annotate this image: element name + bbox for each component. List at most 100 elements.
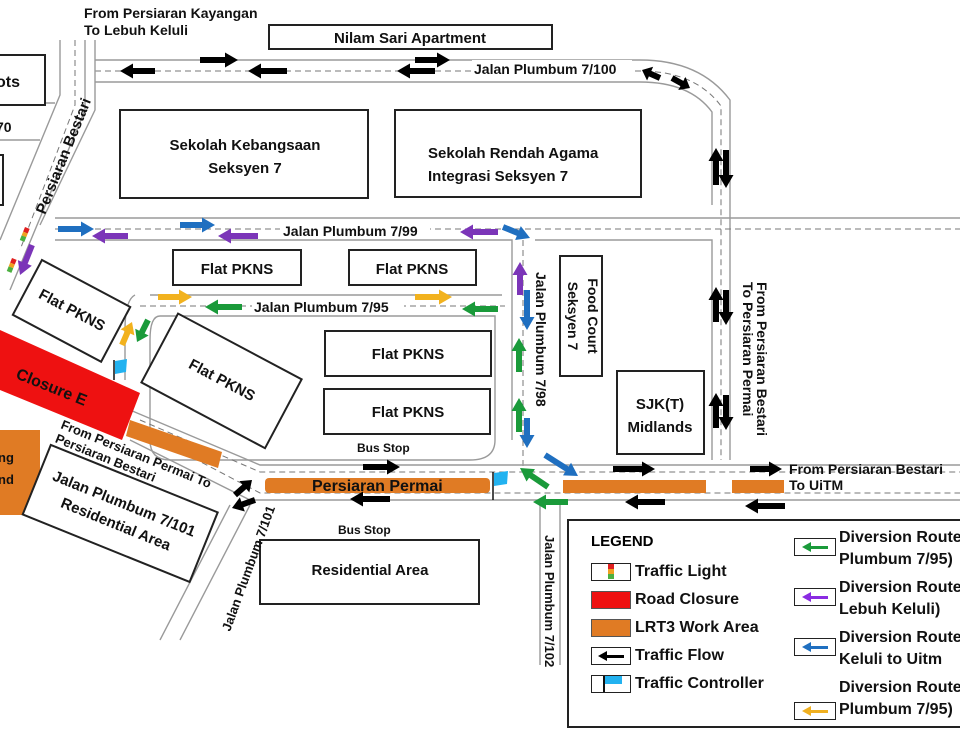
traffic-flow-arrow-icon	[625, 494, 665, 510]
traffic-flow-arrow-icon	[718, 290, 734, 325]
building-label: Residential Area	[312, 562, 430, 579]
lrt3-work-area	[265, 478, 490, 493]
traffic-flow-arrow-icon	[718, 150, 734, 188]
building-label: Sekolah Kebangsaan	[170, 137, 321, 154]
traffic-light-icon	[19, 227, 30, 242]
building-label: Food Court	[585, 278, 601, 354]
diversion-route-swatch	[794, 538, 836, 556]
road-label-persiaran-permai: Persiaran Permai	[312, 478, 443, 495]
building-nilam-sari	[268, 24, 553, 50]
diversion-arrow-green-icon	[462, 301, 498, 317]
building-label: Flat PKNS	[201, 261, 274, 278]
traffic-flow-arrow-icon	[397, 63, 435, 79]
road-label-partial: 70	[0, 119, 12, 135]
legend-item: Traffic Light	[591, 561, 727, 583]
diversion-arrow-purple-icon	[92, 228, 128, 244]
diversion-arrow-blue-icon	[543, 452, 578, 476]
building-label: Seksyen 7	[208, 160, 281, 177]
work-areas	[0, 330, 784, 515]
traffic-flow-arrow-icon	[120, 63, 155, 79]
building-label: Seksyen 7	[565, 282, 581, 351]
diversion-route-swatch	[794, 638, 836, 656]
diversion-route-swatch	[794, 702, 836, 720]
traffic-flow-arrow-icon	[708, 148, 724, 185]
diversion-arrow-purple-icon	[512, 262, 528, 295]
road-label-jp7102: Jalan Plumbum 7/102	[542, 535, 557, 667]
diversion-route-label: Diversion Route	[839, 679, 960, 696]
traffic-light-icon	[591, 563, 631, 581]
traffic-flow-arrow-icon	[233, 480, 252, 498]
legend-item: Road Closure	[591, 589, 739, 611]
legend-item-label: LRT3 Work Area	[635, 619, 759, 636]
bus-stop-label: Bus Stop	[357, 441, 410, 455]
diversion-arrow-purple-icon	[460, 224, 498, 240]
traffic-flow-arrow-icon	[363, 459, 400, 475]
traffic-lights	[6, 227, 30, 273]
lrt3-work-area	[126, 420, 222, 468]
traffic-flow-arrow-icon	[415, 52, 450, 68]
lrt3-work-area-swatch	[591, 619, 631, 637]
building-flat-pkns	[324, 330, 492, 377]
legend-item-label: Traffic Flow	[635, 647, 724, 664]
diversion-route-label: Diversion Route	[839, 579, 960, 596]
building-label: ots	[0, 74, 20, 91]
diversion-route-label: Plumbum 7/95)	[839, 701, 953, 718]
legend-item: Traffic Flow	[591, 645, 724, 667]
road-closure-e	[0, 330, 140, 440]
diversion-arrow-green-icon	[520, 468, 550, 490]
traffic-flow-arrow-icon	[642, 66, 662, 81]
traffic-flow-arrow-icon	[248, 63, 287, 79]
direction-label: From Persiaran Bestari	[789, 461, 943, 477]
diversion-arrow-green-icon	[205, 299, 242, 315]
legend-item: LRT3 Work Area	[591, 617, 759, 639]
diversion-route-label: Plumbum 7/95)	[839, 551, 953, 568]
legend-item-label: Traffic Light	[635, 563, 727, 580]
building-jp7101-residential	[21, 443, 220, 584]
road-label-jp795: Jalan Plumbum 7/95	[254, 299, 389, 315]
diversion-arrow-green-icon	[533, 494, 568, 510]
direction-label: To Persiaran Permai	[740, 282, 756, 416]
building-label: nd	[0, 472, 14, 487]
diversion-route-label: Diversion Route	[839, 629, 960, 646]
diversion-route-label: Diversion Route	[839, 529, 960, 546]
diversion-arrow-purple-icon	[218, 228, 258, 244]
traffic-controllers	[113, 359, 508, 500]
diversion-arrow-blue-icon	[519, 418, 535, 448]
diversion-arrow-blue-icon	[501, 224, 530, 241]
traffic-controller-flag-icon	[591, 675, 631, 693]
building-flat-pkns	[348, 249, 477, 286]
diversion-arrow-green-icon	[135, 318, 151, 342]
building-sjkt-midlands	[616, 370, 705, 455]
road-label-jp798: Jalan Plumbum 7/98	[533, 272, 549, 407]
traffic-flow-arrow-icon	[718, 395, 734, 430]
diversion-arrow-yellow-icon	[415, 289, 452, 305]
roads	[0, 40, 960, 665]
diversion-arrow-green-icon	[511, 398, 527, 432]
building-flat-pkns	[323, 388, 491, 435]
building-label: Midlands	[627, 419, 692, 436]
building-label: Integrasi Seksyen 7	[428, 168, 568, 185]
direction-label: To Lebuh Keluli	[84, 22, 188, 38]
traffic-flow-arrow-icon	[745, 498, 785, 514]
legend-item-label: Road Closure	[635, 591, 740, 608]
traffic-flow-arrow-icon	[613, 461, 655, 477]
diversion-arrow-yellow-icon	[158, 289, 192, 305]
traffic-controller-flag-icon	[492, 471, 508, 500]
legend-item: Traffic Controller	[591, 673, 764, 695]
road-label-jp7100: Jalan Plumbum 7/100	[474, 61, 617, 77]
building-label: SJK(T)	[636, 396, 684, 413]
building-label: Flat PKNS	[372, 346, 445, 363]
traffic-flow-arrow-icon	[350, 491, 390, 507]
road-label-persiaran-bestari: Persiaran Bestari	[33, 96, 95, 217]
traffic-flow-arrow-icon	[591, 647, 631, 665]
diversion-route-swatch	[794, 588, 836, 606]
traffic-flow-arrow-icon	[708, 393, 724, 428]
lrt3-work-area	[732, 480, 784, 493]
road-closure-swatch	[591, 591, 631, 609]
building-label: Flat PKNS	[372, 404, 445, 421]
building-flat-pkns	[140, 312, 303, 450]
building-flat-pkns	[11, 258, 132, 364]
traffic-flow-arrow-icon	[708, 287, 724, 322]
